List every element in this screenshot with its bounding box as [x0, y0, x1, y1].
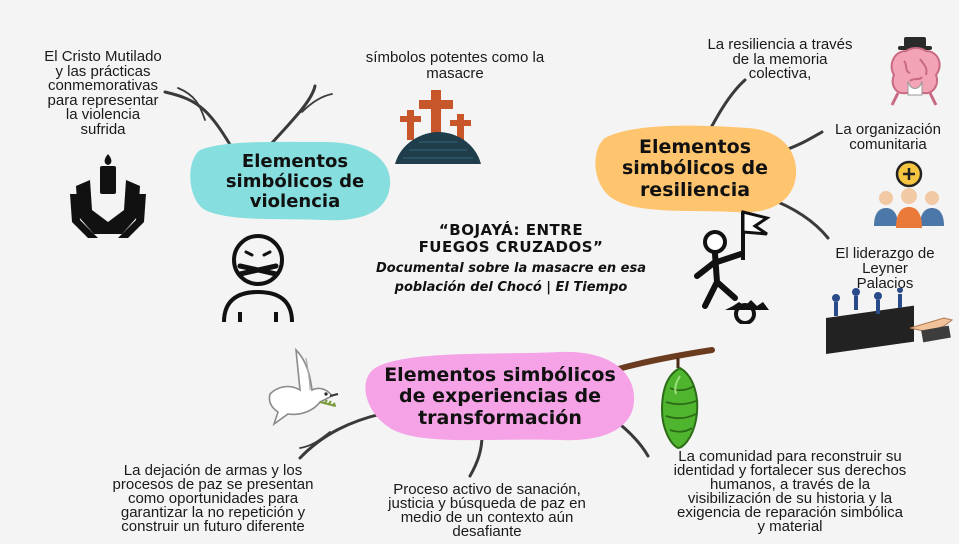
dove-icon: [268, 347, 339, 427]
node-violencia-line1: Elementos: [241, 150, 349, 172]
leaf-line: La organización: [835, 121, 941, 138]
leadership-race-icon: [826, 288, 954, 354]
leaf-line: como oportunidades para: [127, 490, 299, 507]
leaf-line: comunitaria: [849, 136, 927, 153]
leaf-transf-armas: La dejación de armas y los procesos de p…: [82, 462, 344, 535]
leaf-line: La comunidad para reconstruir su: [678, 448, 902, 465]
leaf-line: justicia y búsqueda de paz en: [388, 495, 586, 512]
leaf-line: de la memoria: [732, 50, 828, 68]
leaf-line: exigencia de reparación simbólica: [677, 504, 903, 521]
leaf-resiliencia-liderazgo: El liderazgo de Leyner Palacios: [815, 246, 955, 291]
node-transformacion-line1: Elementos simbólicos: [384, 364, 616, 387]
center-subtitle-line2: población del Chocó | El Tiempo: [394, 280, 628, 295]
leaf-line: garantizar la no repetición y: [120, 504, 306, 521]
climber-flag-icon: [694, 210, 771, 324]
node-transformacion: Elementos simbólicos de experiencias de …: [368, 355, 632, 439]
center-subtitle-line1: Documental sobre la masacre en esa: [376, 261, 646, 276]
chrysalis-icon: [660, 358, 699, 450]
leaf-transf-comunidad: La comunidad para reconstruir su identid…: [632, 448, 948, 535]
leaf-line: Proceso activo de sanación,: [393, 481, 581, 498]
node-transformacion-line3: transformación: [418, 406, 582, 429]
branch-violencia-top: [268, 84, 317, 147]
leaf-resiliencia-organizacion: La organización comunitaria: [818, 122, 958, 152]
leaf-line: procesos de paz se presentan: [112, 476, 314, 493]
branch-violencia-left-twig: [177, 87, 206, 121]
node-resiliencia-line2: simbólicos de: [621, 157, 769, 180]
leaf-resiliencia-memoria: La resiliencia a través de la memoria co…: [680, 36, 880, 82]
leaf-line: y material: [757, 518, 823, 535]
leaf-line: desafiante: [452, 523, 522, 540]
leaf-line: identidad y fortalecer sus derechos: [673, 462, 907, 479]
leaf-line: La resiliencia a través: [707, 36, 853, 53]
leaf-line: El Cristo Mutilado: [44, 48, 162, 65]
leaf-line: masacre: [426, 65, 484, 82]
leaf-line: y las prácticas: [55, 62, 151, 80]
leaf-line: humanos, a través de la: [709, 476, 871, 493]
center-title-line2: FUEGOS CRUZADOS”: [418, 238, 604, 256]
leaf-line: símbolos potentes como la: [365, 49, 545, 66]
leaf-violencia-cristo: El Cristo Mutilado y las prácticas conme…: [18, 48, 188, 138]
brain-icon: [890, 37, 941, 106]
node-resiliencia-line1: Elementos: [638, 136, 752, 159]
leaf-line: colectiva,: [748, 65, 812, 82]
bubble-transformacion-shape: [365, 351, 635, 441]
node-violencia: Elementos simbólicos de violencia: [200, 143, 390, 221]
leaf-line: la violencia: [65, 106, 141, 123]
bubble-violencia-shape: [190, 141, 391, 221]
center-title-line1: “BOJAYÁ: ENTRE: [438, 221, 584, 239]
leaf-line: visibilización de su historia y la: [687, 490, 893, 507]
leaf-line: medio de un contexto aún: [400, 509, 574, 526]
gagged-person-icon: [222, 234, 294, 323]
leaf-line: El liderazgo de: [835, 245, 935, 262]
node-resiliencia-line3: resiliencia: [639, 178, 751, 201]
node-resiliencia: Elementos simbólicos de resiliencia: [600, 128, 790, 210]
leaf-line: para representar: [47, 91, 159, 109]
community-group-icon: [874, 160, 944, 228]
leaf-line: construir un futuro diferente: [121, 518, 305, 535]
crosses-hill-icon: [395, 90, 481, 164]
node-transformacion-line2: de experiencias de: [398, 385, 602, 408]
bubble-resiliencia-shape: [595, 125, 797, 213]
leaf-line: Leyner: [862, 260, 908, 277]
node-violencia-line3: violencia: [249, 191, 341, 213]
branch-transf-left-twig: [299, 431, 331, 449]
leaf-violencia-masacre: símbolos potentes como la masacre: [330, 50, 580, 82]
leaf-line: conmemorativas: [47, 77, 159, 94]
center-title-block: “BOJAYÁ: ENTRE FUEGOS CRUZADOS” Document…: [355, 222, 667, 297]
leaf-line: La dejación de armas y los: [123, 462, 303, 479]
leaf-transf-sanacion: Proceso activo de sanación, justicia y b…: [352, 481, 622, 540]
leaf-line: sufrida: [80, 120, 126, 138]
branch-violencia-top-twig: [301, 93, 333, 113]
hands-candle-icon: [70, 154, 146, 238]
node-violencia-line2: simbólicos de: [225, 170, 365, 192]
